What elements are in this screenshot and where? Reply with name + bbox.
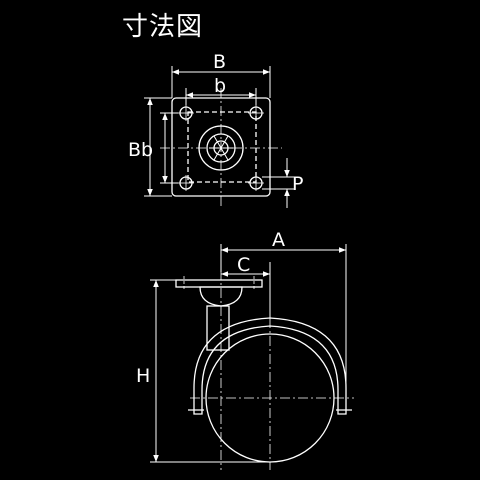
dimension-C <box>221 262 271 318</box>
plate-inner-outline <box>187 111 257 183</box>
dimension-b <box>185 88 257 105</box>
label-A: A <box>272 229 285 251</box>
side-plate <box>175 279 263 288</box>
label-b: b <box>214 75 226 97</box>
drawing-title: 寸法図 <box>122 12 204 42</box>
label-P: P <box>292 173 303 195</box>
label-B: B <box>213 51 226 73</box>
dimension-Bb-vertical <box>144 97 178 197</box>
dimension-P <box>262 158 294 208</box>
dimension-B <box>171 66 271 98</box>
label-H: H <box>136 365 150 387</box>
side-view <box>175 270 354 470</box>
swivel-stem <box>206 305 230 351</box>
wheel-fork <box>193 317 347 415</box>
dimension-A <box>220 244 347 398</box>
dimension-H <box>150 279 270 463</box>
label-C: C <box>237 254 250 276</box>
top-plate-view <box>160 88 282 206</box>
label-Bb: Bb <box>128 139 153 161</box>
